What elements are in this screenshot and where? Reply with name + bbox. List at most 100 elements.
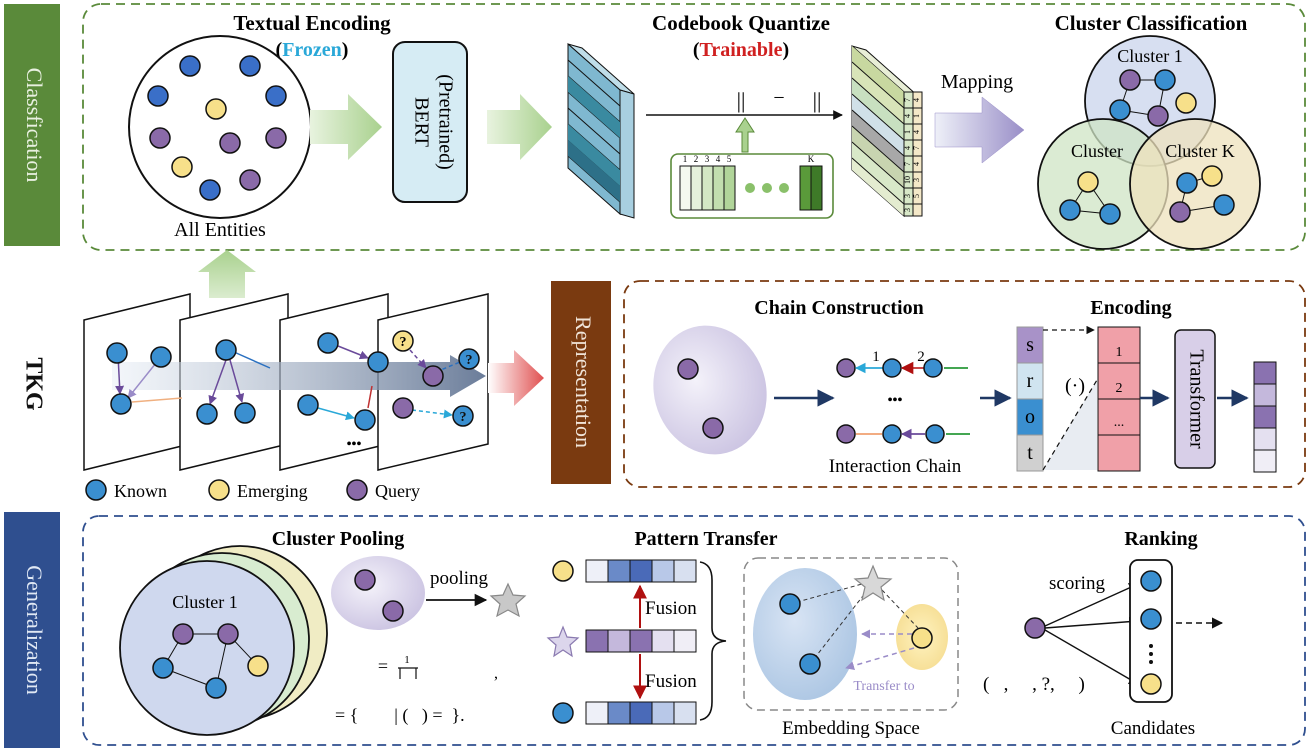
tkg-label: TKG xyxy=(20,357,46,411)
vector-bottom xyxy=(585,701,697,725)
unknown-mark: ? xyxy=(400,335,407,350)
codebook-index-4: 4 xyxy=(716,154,721,164)
srot-r: r xyxy=(1027,370,1034,392)
pooling-label: pooling xyxy=(430,568,489,589)
cluster-venn xyxy=(1037,35,1261,250)
arrow-to-bert xyxy=(310,94,382,160)
codebook-quantize-title: Codebook Quantize xyxy=(652,11,830,35)
tkg-graph-1 xyxy=(106,342,183,415)
entity-node xyxy=(219,132,241,154)
quantize-op-3: || xyxy=(813,88,822,113)
known-source-node xyxy=(552,702,574,724)
entity-node xyxy=(239,169,261,191)
emerging-source-node xyxy=(552,560,574,582)
candidate-node xyxy=(1140,673,1162,695)
codebook-index-2: 2 xyxy=(694,154,699,164)
formula-comma: , xyxy=(494,665,498,682)
pooling-blob xyxy=(331,556,425,630)
chain-row-1 xyxy=(836,358,968,378)
index-value: 3 xyxy=(912,178,921,182)
legend xyxy=(85,479,368,501)
quantized-stack xyxy=(851,44,923,218)
cluster-1-pool-label: Cluster 1 xyxy=(172,592,238,612)
formula-frac-num: 1 xyxy=(404,654,410,666)
legend-emerging-label: Emerging xyxy=(237,481,308,501)
score-arrow xyxy=(1044,583,1139,627)
index-value: 1 xyxy=(903,130,912,134)
classification-label: Classfication xyxy=(22,68,47,183)
transformer-box xyxy=(1174,329,1216,469)
legend-emerging-swatch xyxy=(208,479,230,501)
transfer-arrow xyxy=(845,647,915,671)
fusion-label-bottom: Fusion xyxy=(645,671,697,692)
enc-cell-2: 2 xyxy=(1116,381,1123,396)
query-star xyxy=(546,625,580,658)
entity-node xyxy=(265,85,287,107)
transfer-to-label: Transfer to xyxy=(853,679,914,694)
cluster-classification-title: Cluster Classification xyxy=(1055,11,1248,35)
entity-node xyxy=(147,85,169,107)
frozen-note: (Frozen) xyxy=(276,39,349,61)
formula-eq: = xyxy=(378,656,388,676)
srot-s: s xyxy=(1026,334,1034,356)
query-node xyxy=(677,358,699,380)
srot-o: o xyxy=(1025,406,1035,428)
embedded-emerging-node xyxy=(911,627,933,649)
tkg-ellipsis: ••• xyxy=(347,437,362,452)
embedded-star xyxy=(853,564,893,602)
scoring-label: scoring xyxy=(1049,573,1105,594)
index-value: 7 xyxy=(912,146,921,150)
chain-step-1: 1 xyxy=(872,349,880,365)
embedding-space-label: Embedding Space xyxy=(782,718,920,739)
embed-link xyxy=(809,591,867,665)
entity-node xyxy=(205,98,227,120)
embedding-stack xyxy=(567,42,635,219)
tkg-graph-2 xyxy=(196,339,271,425)
query-node xyxy=(702,417,724,439)
entity-node xyxy=(199,179,221,201)
codebook-index-3: 3 xyxy=(705,154,710,164)
formula-frac-bar xyxy=(398,667,418,679)
vector-top xyxy=(585,559,697,583)
trainable-note: (Trainable) xyxy=(693,39,789,61)
embedded-known-node xyxy=(799,653,821,675)
brace xyxy=(699,561,727,721)
unknown-mark: ? xyxy=(460,410,467,425)
vector-mid xyxy=(585,629,697,653)
pattern-transfer-title: Pattern Transfer xyxy=(634,528,777,550)
all-entities-label: All Entities xyxy=(174,219,266,241)
mapping-arrow xyxy=(934,96,1025,164)
index-value: 4 xyxy=(912,162,921,166)
index-value: 4 xyxy=(912,130,921,134)
ranking-query-node xyxy=(1024,617,1046,639)
ranking-title: Ranking xyxy=(1124,528,1197,550)
representation-bar xyxy=(551,281,611,484)
chain-construction-title: Chain Construction xyxy=(754,297,923,319)
codebook-box xyxy=(670,153,834,219)
formula-set: = { | ( ) = }. xyxy=(335,705,465,726)
srot-column xyxy=(1016,326,1044,472)
textual-encoding-title: Textual Encoding xyxy=(233,11,391,35)
chain-row-2 xyxy=(836,424,970,444)
encoding-vector xyxy=(1097,326,1141,472)
codebook-index-5: 5 xyxy=(727,154,732,164)
trainable-label: Trainable xyxy=(700,39,783,61)
fusion-label-top: Fusion xyxy=(645,598,697,619)
codebook-index-1: 1 xyxy=(683,154,688,164)
bert-label: BERT xyxy=(410,97,432,147)
arrow-to-representation xyxy=(488,350,544,406)
index-value: 4 xyxy=(903,114,912,118)
frozen-label: Frozen xyxy=(282,39,342,61)
quantize-op-1: || xyxy=(737,88,746,113)
tkg-graph-4 xyxy=(392,330,480,427)
mapping-label: Mapping xyxy=(941,71,1013,93)
time-band xyxy=(112,355,486,397)
cluster-pooling-title: Cluster Pooling xyxy=(272,528,404,550)
codebook-index-k: K xyxy=(808,154,815,164)
tkg-graph-3 xyxy=(297,332,389,431)
generalization-bar: Generalization xyxy=(4,512,60,748)
quantize-op-2: − xyxy=(773,87,784,109)
classification-panel xyxy=(82,3,1306,251)
tkg-up-arrow xyxy=(198,250,256,298)
